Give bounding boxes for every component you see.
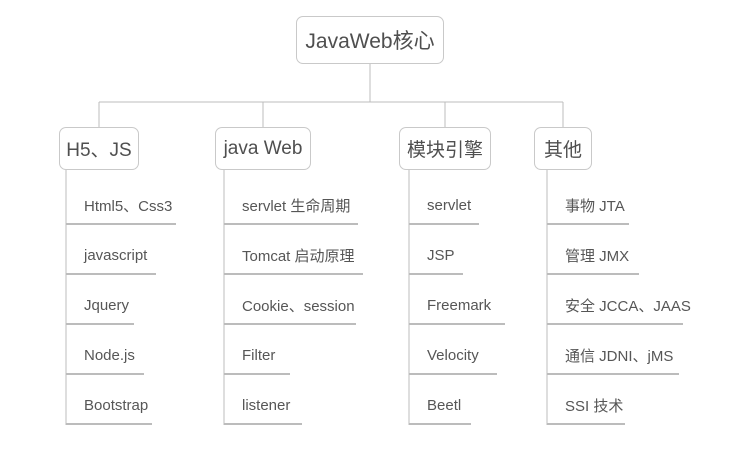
leaf-item-label: Freemark [427, 296, 492, 314]
leaf-item[interactable]: javascript [66, 237, 156, 275]
leaf-item-label: 事物 JTA [565, 197, 625, 215]
leaf-item-label: servlet [427, 196, 472, 214]
branch-node-java-web[interactable]: java Web [215, 127, 311, 170]
leaf-item[interactable]: Beetl [409, 387, 471, 425]
leaf-item-label: Html5、Css3 [84, 197, 173, 215]
branch-node-label: H5、JS [66, 140, 132, 161]
leaf-item[interactable]: Jquery [66, 287, 134, 325]
leaf-item-label: Jquery [84, 296, 130, 314]
leaf-item[interactable]: 安全 JCCA、JAAS [547, 287, 691, 325]
leaf-item-label: Tomcat 启动原理 [242, 247, 355, 265]
leaf-item-label: JSP [427, 246, 455, 264]
leaf-item-label: javascript [84, 246, 148, 264]
root-node-label: JavaWeb核心 [305, 30, 435, 53]
leaf-item[interactable]: Tomcat 启动原理 [224, 237, 363, 275]
leaf-item[interactable]: Freemark [409, 287, 505, 325]
leaf-item-label: Bootstrap [84, 396, 149, 414]
branch-node-h5-js[interactable]: H5、JS [59, 127, 139, 170]
leaf-item[interactable]: Cookie、session [224, 287, 356, 325]
root-node[interactable]: JavaWeb核心 [296, 16, 444, 64]
leaf-item-label: Node.js [84, 346, 135, 364]
leaf-item[interactable]: 通信 JDNI、jMS [547, 337, 679, 375]
branch-node-label: 模块引擎 [406, 140, 483, 161]
leaf-item[interactable]: Filter [224, 337, 290, 375]
leaf-item-label: SSI 技术 [565, 397, 624, 415]
branch-node-other[interactable]: 其他 [534, 127, 592, 170]
leaf-item[interactable]: listener [224, 387, 302, 425]
leaf-item-label: 安全 JCCA、JAAS [565, 297, 691, 315]
branch-node-module-engine[interactable]: 模块引擎 [399, 127, 491, 170]
leaf-item-label: listener [242, 396, 291, 414]
leaf-item-label: 通信 JDNI、jMS [565, 347, 674, 365]
leaf-item[interactable]: SSI 技术 [547, 387, 625, 425]
leaf-item[interactable]: 管理 JMX [547, 237, 639, 275]
leaf-item-label: 管理 JMX [565, 247, 630, 265]
leaf-item[interactable]: servlet [409, 187, 479, 225]
branch-node-label: 其他 [543, 140, 582, 161]
leaf-item[interactable]: Html5、Css3 [66, 187, 176, 225]
leaf-item-label: Cookie、session [242, 297, 355, 315]
leaf-item-label: Velocity [427, 346, 479, 364]
leaf-item-label: servlet 生命周期 [242, 197, 351, 215]
leaf-item[interactable]: 事物 JTA [547, 187, 629, 225]
branch-node-label: java Web [223, 137, 303, 159]
leaf-item-label: Beetl [427, 396, 462, 414]
leaf-item[interactable]: Velocity [409, 337, 497, 375]
leaf-item[interactable]: JSP [409, 237, 463, 275]
leaf-item[interactable]: Node.js [66, 337, 144, 375]
leaf-item[interactable]: Bootstrap [66, 387, 152, 425]
leaf-item[interactable]: servlet 生命周期 [224, 187, 358, 225]
leaf-item-label: Filter [242, 346, 276, 364]
